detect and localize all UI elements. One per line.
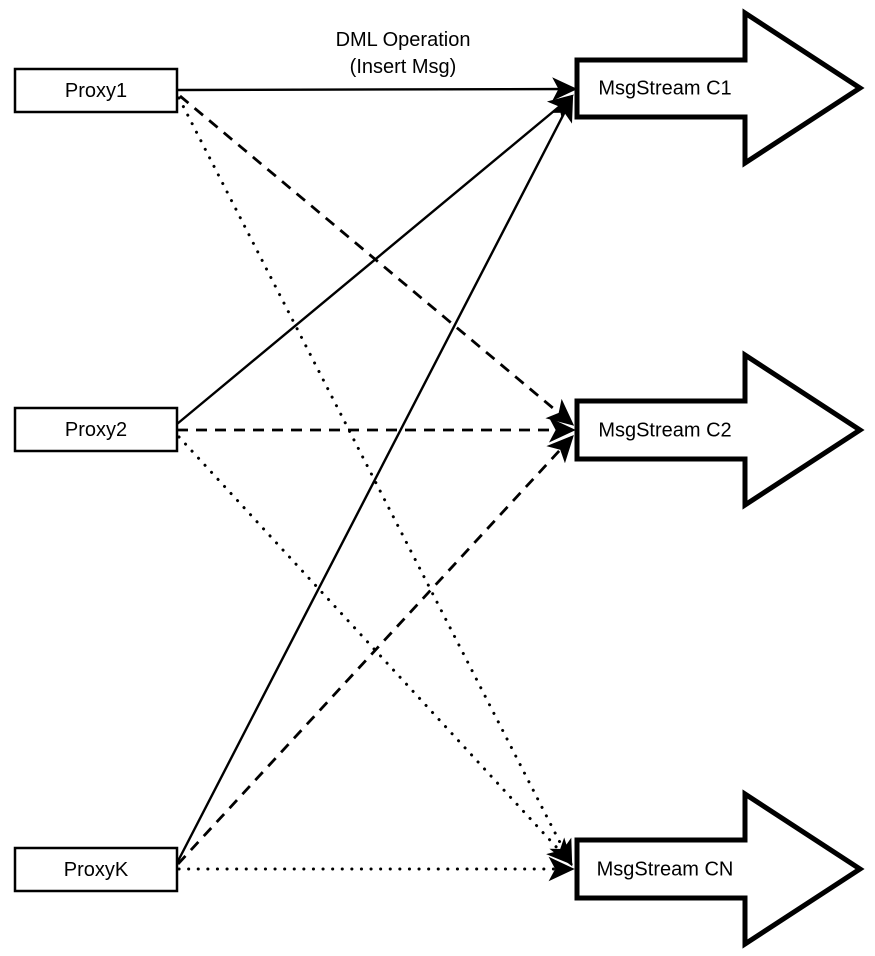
- edge-proxy2-to-stream-c1: [176, 94, 574, 425]
- edge-proxyk-to-stream-c1: [175, 95, 574, 864]
- annotations-layer: DML Operation (Insert Msg): [336, 29, 471, 78]
- proxy-node-proxyk[interactable]: ProxyK: [13, 846, 179, 893]
- block-arrow-icon-stream-c2[interactable]: [574, 350, 865, 510]
- msgstream-label-stream-cn: MsgStream CN: [597, 858, 734, 880]
- proxy-node-proxy1[interactable]: Proxy1: [13, 67, 179, 114]
- edge-proxy1-to-stream-cn: [177, 96, 573, 867]
- edge-proxyk-to-stream-c2: [176, 434, 574, 865]
- msgstream-node-stream-cn[interactable]: MsgStream CN: [574, 789, 865, 949]
- block-arrow-icon-stream-c1[interactable]: [574, 8, 865, 168]
- proxy-node-proxy2[interactable]: Proxy2: [13, 406, 179, 453]
- msgstream-node-stream-c2[interactable]: MsgStream C2: [574, 350, 865, 510]
- msgstream-label-stream-c1: MsgStream C1: [598, 77, 731, 99]
- edge-proxy1-to-stream-c1: [176, 77, 578, 101]
- dml-operation-annotation-line1: DML Operation: [336, 29, 471, 51]
- proxy-label-proxy1: Proxy1: [65, 80, 127, 102]
- proxy-box-proxy2[interactable]: [13, 406, 179, 453]
- block-arrow-icon-stream-cn[interactable]: [574, 789, 865, 949]
- proxy-box-proxyk[interactable]: [13, 846, 179, 893]
- edges-layer: [175, 77, 578, 882]
- msgstream-node-stream-c1[interactable]: MsgStream C1: [574, 8, 865, 168]
- dml-operation-annotation-line2: (Insert Msg): [350, 56, 457, 78]
- msgstream-nodes-layer: MsgStream C1 MsgStream C2 MsgStream CN: [574, 8, 865, 949]
- proxy-label-proxy2: Proxy2: [65, 419, 127, 441]
- msgstream-label-stream-c2: MsgStream C2: [598, 419, 731, 441]
- proxy-nodes-layer: Proxy1 Proxy2 ProxyK: [13, 67, 179, 893]
- proxy-box-proxy1[interactable]: [13, 67, 179, 114]
- proxy-label-proxyk: ProxyK: [64, 859, 129, 881]
